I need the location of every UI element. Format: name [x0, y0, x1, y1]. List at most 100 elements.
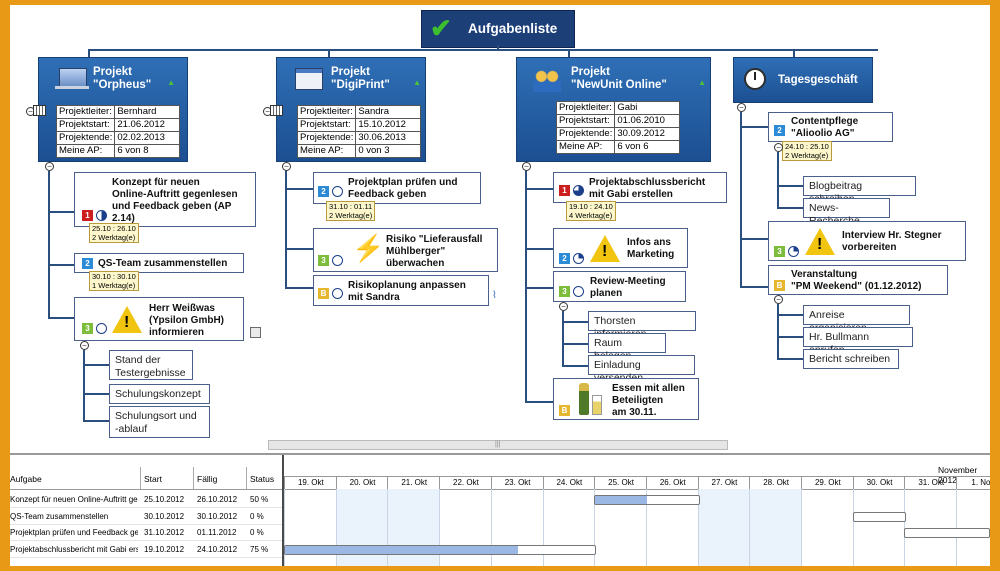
day-column	[645, 489, 699, 566]
task-review-meeting[interactable]: 3 Review-Meeting planen	[553, 271, 686, 302]
task-infos-marketing[interactable]: 2 ! Infos ans Marketing	[553, 228, 688, 268]
task-risiko[interactable]: 3 ⚡ Risiko "Lieferausfall Mühlberger" üb…	[313, 228, 498, 272]
gantt-bar[interactable]	[852, 511, 907, 522]
collapse-toggle[interactable]: −	[45, 162, 54, 171]
duration: 4 Werktag(e)	[569, 211, 613, 220]
day-label: 23. Okt	[490, 477, 544, 490]
expand-arrow-icon[interactable]: ▲	[413, 78, 421, 87]
task-qs-team[interactable]: 2 QS-Team zusammenstellen	[74, 253, 244, 273]
subtask-bericht[interactable]: Bericht schreiben	[803, 349, 899, 369]
subtask-blogbeitrag[interactable]: Blogbeitrag schreiben	[803, 176, 916, 205]
task-interview[interactable]: 3 ! Interview Hr. Stegner vorbereiten	[768, 221, 966, 261]
project-orpheus[interactable]: Projekt"Orpheus" ▲ Projektleiter:Bernhar…	[38, 57, 188, 162]
project-tagesgeschaeft[interactable]: Tagesgeschäft	[733, 57, 873, 103]
subtask-bullmann[interactable]: Hr. Bullmann anrufen	[803, 327, 913, 356]
collapse-toggle[interactable]: −	[80, 341, 89, 350]
day-column	[697, 489, 751, 566]
gantt-row[interactable]: Projektabschlussbericht mit Gabi erst...…	[10, 541, 282, 558]
task-projektabschluss[interactable]: 1 Projektabschlussbericht mit Gabi erste…	[553, 172, 727, 203]
gantt-cell-task: Projektabschlussbericht mit Gabi erst...	[10, 544, 138, 554]
warning-icon: !	[112, 306, 142, 333]
gantt-cell-start: 19.10.2012	[144, 544, 185, 554]
task-contentpflege[interactable]: 2 Contentpflege "Alioolio AG"	[768, 112, 893, 142]
task-review-meeting-label: Review-Meeting planen	[590, 276, 666, 299]
col-header-status[interactable]: Status	[250, 474, 275, 484]
priority-b-icon: B	[318, 288, 329, 299]
gantt-row[interactable]: Konzept für neuen Online-Auftritt ge... 2…	[10, 491, 282, 508]
task-konzept[interactable]: 1 Konzept für neuen Online-Auftritt gege…	[74, 172, 256, 227]
col-header-start[interactable]: Start	[144, 474, 162, 484]
collapse-toggle[interactable]: −	[737, 103, 746, 112]
gantt-bar[interactable]	[284, 544, 597, 555]
gantt-row[interactable]: Projektplan prüfen und Feedback ge...31.…	[10, 524, 282, 541]
mindmap-window: ✔ Aufgabenliste Projekt"Orpheus" ▲ Proje…	[10, 5, 990, 566]
table-icon[interactable]	[270, 105, 283, 116]
project-digiprint-title2: "DigiPrint"	[331, 79, 390, 91]
gantt-cell-due: 24.10.2012	[197, 544, 238, 554]
day-column	[284, 489, 337, 566]
collapse-toggle[interactable]: −	[559, 302, 568, 311]
gantt-panel: Aufgabe Start Fällig Status November 201…	[10, 453, 990, 566]
subtask-thorsten[interactable]: Thorsten informieren	[588, 311, 696, 340]
priority-2-icon: 2	[559, 253, 570, 264]
priority-2-icon: 2	[82, 258, 93, 269]
task-herr-weisswas[interactable]: 3 ! Herr Weißwas (Ypsilon GmbH) informie…	[74, 297, 244, 341]
day-column	[439, 489, 492, 566]
collapse-toggle[interactable]: −	[774, 143, 783, 152]
subtask-news-recherche[interactable]: News-Recherche	[803, 198, 890, 227]
gantt-cell-task: Konzept für neuen Online-Auftritt ge...	[10, 495, 138, 504]
table-icon[interactable]	[33, 105, 46, 116]
task-contentpflege-label: Contentpflege "Alioolio AG"	[791, 116, 859, 139]
task-essen[interactable]: B Essen mit allen Beteiligten am 30.11.	[553, 378, 699, 420]
browser-icon	[295, 68, 323, 90]
gantt-cell-status: 50 %	[250, 495, 269, 504]
root-topic[interactable]: ✔ Aufgabenliste	[421, 10, 575, 48]
project-digiprint[interactable]: Projekt"DigiPrint" ▲ Projektleiter:Sandr…	[276, 57, 426, 162]
project-newunit[interactable]: Projekt"NewUnit Online" ▲ Projektleiter:…	[516, 57, 711, 162]
task-risikoplanung[interactable]: B Risikoplanung anpassen mit Sandra	[313, 275, 489, 306]
priority-3-icon: 3	[318, 255, 329, 266]
collapse-toggle[interactable]: −	[522, 162, 531, 171]
subtask-stand[interactable]: Stand der Testergebnisse	[109, 350, 193, 380]
note-icon[interactable]	[250, 327, 261, 338]
priority-b-icon: B	[774, 280, 785, 291]
gantt-cell-task: Projektplan prüfen und Feedback ge...	[10, 528, 138, 537]
expand-arrow-icon[interactable]: ▲	[698, 78, 706, 87]
day-label: 30. Okt	[852, 477, 906, 490]
day-column	[904, 489, 957, 566]
collapse-toggle[interactable]: −	[282, 162, 291, 171]
task-projektabschluss-label: Projektabschlussbericht mit Gabi erstell…	[589, 177, 706, 200]
laptop-icon	[59, 68, 87, 87]
gantt-bar[interactable]	[904, 528, 990, 538]
subtask-schulungsort[interactable]: Schulungsort und -ablauf	[109, 406, 210, 438]
subtask-raum[interactable]: Raum belegen	[588, 333, 666, 362]
priority-b-icon: B	[559, 405, 570, 416]
date-range: 25.10 : 26.10	[92, 224, 136, 233]
attachment-icon[interactable]: ⌇	[492, 290, 497, 301]
day-label: 22. Okt	[439, 477, 492, 490]
subtask-schulungskonzept[interactable]: Schulungskonzept	[109, 384, 210, 404]
gantt-cell-task: QS-Team zusammenstellen	[10, 511, 109, 521]
progress-empty-icon	[332, 186, 343, 197]
expand-arrow-icon[interactable]: ▲	[167, 78, 175, 87]
duration: 2 Werktag(e)	[329, 211, 373, 220]
col-header-task[interactable]: Aufgabe	[10, 474, 42, 484]
task-veranstaltung[interactable]: B Veranstaltung "PM Weekend" (01.12.2012…	[768, 265, 948, 295]
task-risiko-label: Risiko "Lieferausfall Mühlberger" überwa…	[386, 234, 483, 269]
collapse-toggle[interactable]: −	[774, 295, 783, 304]
gantt-cell-due: 26.10.2012	[197, 495, 238, 504]
date-range: 31.10 : 01.11	[329, 202, 373, 211]
subtask-anreise[interactable]: Anreise organisieren	[803, 305, 910, 334]
checkmark-icon: ✔	[430, 13, 452, 43]
subtask-einladung[interactable]: Einladung versenden	[588, 355, 695, 384]
horizontal-scrollbar[interactable]: |||	[268, 440, 728, 450]
day-column	[594, 489, 647, 566]
task-projektplan[interactable]: 2 Projektplan prüfen und Feedback geben	[313, 172, 481, 204]
day-label: 26. Okt	[645, 477, 699, 490]
task-konzept-label: Konzept für neuen Online-Auftritt gegenl…	[112, 177, 238, 224]
gantt-bar[interactable]	[594, 495, 700, 505]
col-header-due[interactable]: Fällig	[197, 474, 218, 484]
